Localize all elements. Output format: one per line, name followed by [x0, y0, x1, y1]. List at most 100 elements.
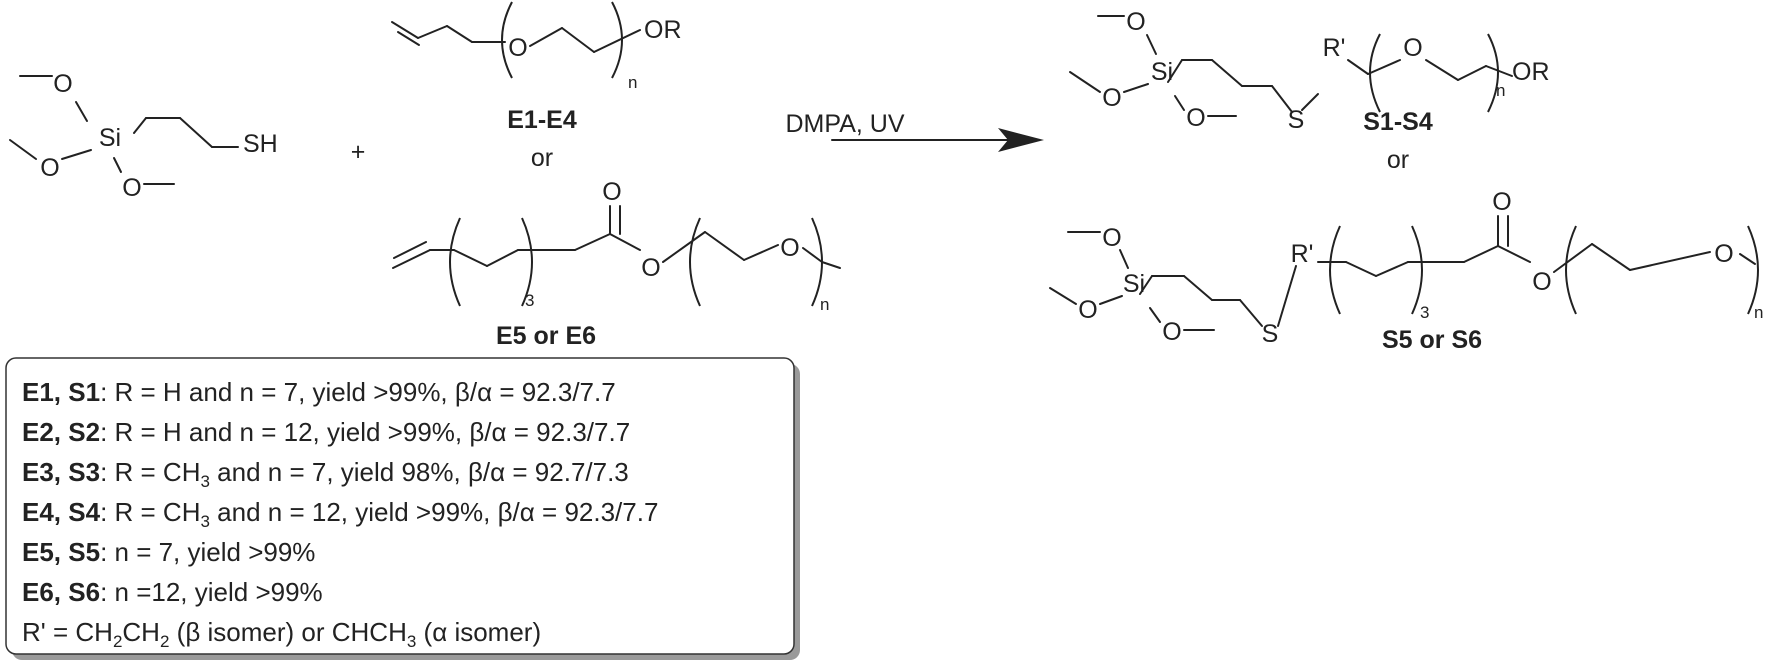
sulfur-atom: S [1262, 320, 1279, 348]
bond [1146, 34, 1157, 55]
bond [113, 157, 122, 173]
legend-row: E6, S6: n =12, yield >99% [22, 577, 323, 607]
end-group: OR [644, 16, 682, 44]
bond [75, 101, 88, 122]
ene-ester-peg: O O O 3 n E5 or E6 [392, 178, 841, 350]
bond [1167, 59, 1183, 83]
repeat-count: 3 [525, 291, 534, 310]
oxygen-atom: O [1102, 224, 1121, 252]
sulfur-atom: S [1288, 106, 1305, 134]
bond [9, 139, 37, 160]
ester-oxygen: O [641, 254, 660, 282]
repeat-count: n [820, 295, 829, 314]
bond [1375, 261, 1409, 277]
bond [446, 25, 473, 43]
repeat-bracket-right [611, 1, 623, 79]
oxygen-atom: O [1403, 34, 1422, 62]
oxygen-atom: O [1186, 104, 1205, 132]
repeat-bracket-left [1329, 225, 1341, 315]
repeat-count: n [628, 73, 637, 92]
bond [574, 233, 611, 251]
bond [1301, 93, 1319, 111]
oxygen-atom: O [780, 234, 799, 262]
bond [453, 249, 488, 267]
bond [821, 261, 841, 269]
legend-row: E5, S5: n = 7, yield >99% [22, 537, 315, 567]
bond [1345, 261, 1377, 277]
silicon-atom: Si [1123, 270, 1145, 298]
silicon-atom: Si [1151, 58, 1173, 86]
bond [1139, 275, 1153, 295]
plus-sign: + [351, 138, 366, 166]
oxygen-atom: O [122, 174, 141, 202]
oxygen-atom: O [508, 34, 527, 62]
bond [1463, 245, 1499, 263]
bond [1211, 59, 1243, 87]
carbonyl-oxygen: O [602, 178, 621, 206]
bond [704, 231, 745, 261]
oxygen-atom: O [53, 70, 72, 98]
oxygen-atom: O [1126, 8, 1145, 36]
legend-frame [5, 357, 795, 655]
bond [529, 27, 563, 47]
bond [486, 249, 519, 267]
bond [1069, 71, 1101, 93]
bond [133, 117, 147, 134]
bond [397, 31, 420, 46]
bond [593, 29, 641, 53]
repeat-bracket-right [1747, 225, 1759, 315]
legend-row: E3, S3: R = CH3 and n = 7, yield 98%, β/… [22, 457, 629, 491]
bond [417, 25, 448, 39]
repeat-count: n [1754, 303, 1763, 322]
bond [1367, 59, 1401, 75]
bond [1123, 83, 1149, 93]
bond [802, 247, 823, 263]
bond [393, 241, 427, 259]
thiol-group: SH [243, 130, 278, 158]
bond [662, 231, 706, 263]
oxygen-atom: O [1162, 318, 1181, 346]
repeat-bracket-right [1411, 225, 1423, 315]
repeat-bracket-left [501, 1, 513, 79]
bond [179, 117, 213, 148]
ester-oxygen: O [1532, 268, 1551, 296]
bond [1119, 249, 1129, 269]
oxygen-atom: O [1714, 240, 1733, 268]
compound-label: S1-S4 [1363, 108, 1433, 136]
oxygen-atom: O [1102, 84, 1121, 112]
reaction-conditions: DMPA, UV [786, 110, 905, 138]
repeat-bracket-right [521, 217, 533, 307]
product-peg-silane: O Si O O S R' O n OR S1-S4 [1069, 8, 1550, 136]
legend-row: E2, S2: R = H and n = 12, yield >99%, β/… [22, 417, 630, 447]
legend-box: E1, S1: R = H and n = 7, yield >99%, β/α… [5, 357, 800, 660]
bond [1239, 299, 1263, 327]
r-prime-group: R' [1291, 240, 1314, 268]
r-prime-group: R' [1323, 34, 1346, 62]
repeat-bracket-left [1565, 225, 1577, 315]
repeat-bracket-left [449, 217, 461, 307]
repeat-bracket-left [689, 217, 701, 307]
carbonyl-oxygen: O [1492, 188, 1511, 216]
bond [1485, 65, 1513, 77]
bond [1183, 275, 1213, 301]
bond [1347, 59, 1369, 75]
repeat-count: 3 [1420, 303, 1429, 322]
reactant-thiol: O Si O O SH [9, 70, 278, 202]
or-word: or [531, 144, 553, 172]
bond [609, 233, 641, 251]
end-group: OR [1512, 58, 1550, 86]
oxygen-atom: O [1078, 296, 1097, 324]
reaction-arrow: DMPA, UV [786, 110, 1044, 152]
ene-allyl-peg: O n OR E1-E4 [391, 1, 682, 134]
compound-label: E5 or E6 [496, 322, 596, 350]
silicon-atom: Si [99, 124, 121, 152]
repeat-bracket-right [1487, 33, 1499, 113]
bond [1277, 265, 1297, 327]
bond [561, 27, 595, 53]
compound-label: E1-E4 [507, 106, 577, 134]
compound-label: S5 or S6 [1382, 326, 1482, 354]
product-ester-silane: O Si O O S R' O O O 3 n S5 or S6 [1049, 188, 1763, 354]
bond [391, 21, 419, 39]
repeat-count: n [1496, 81, 1505, 100]
